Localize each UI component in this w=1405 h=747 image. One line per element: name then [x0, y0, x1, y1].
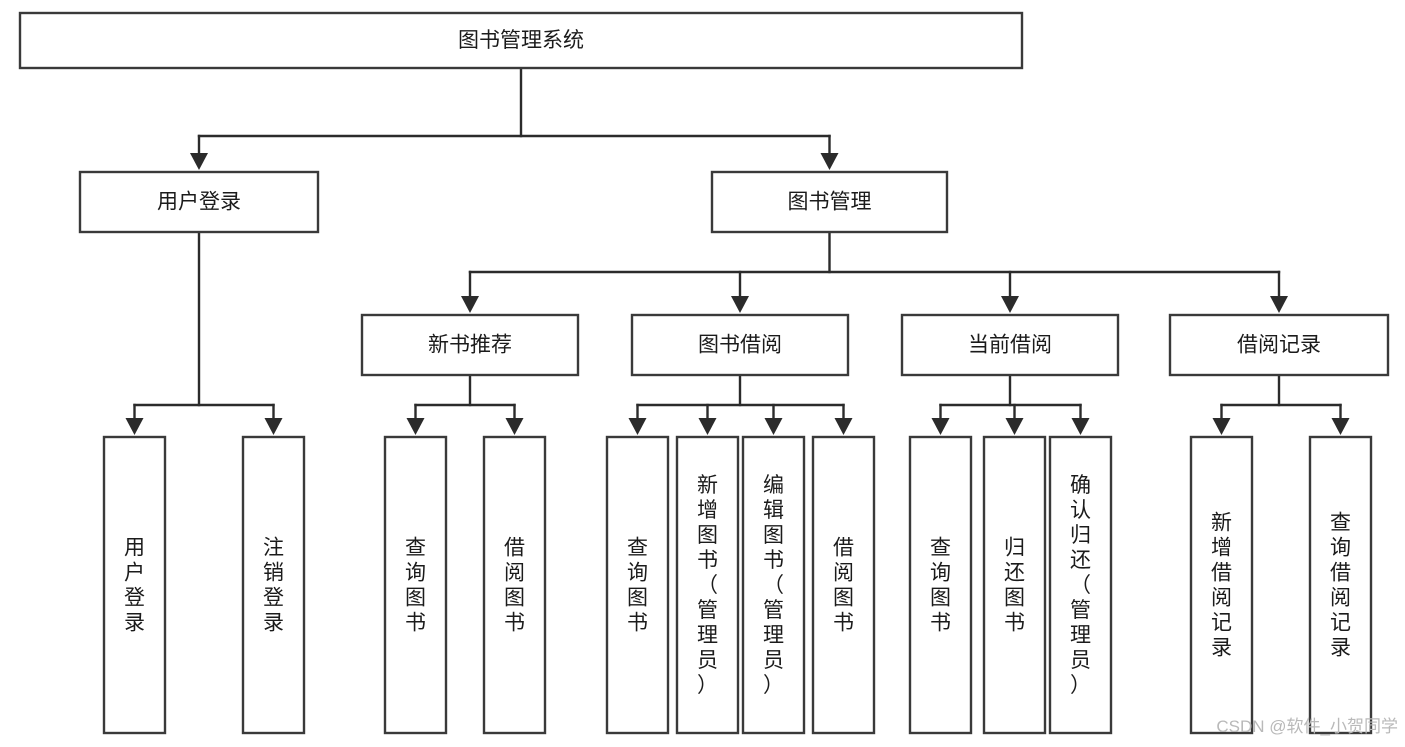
- nodes-layer: 图书管理系统用户登录图书管理新书推荐图书借阅当前借阅借阅记录用户登录注销登录查询…: [18, 11, 1390, 735]
- node-label: 新增图书（管理员）: [697, 474, 718, 697]
- node-leaf-record-add[interactable]: 新增借阅记录: [1189, 435, 1254, 735]
- node-leaf-current-confirm[interactable]: 确认归还（管理员）: [1048, 435, 1113, 735]
- node-box[interactable]: [383, 435, 448, 735]
- arrow-head-icon: [125, 418, 144, 435]
- node-label: 当前借阅: [968, 334, 1052, 357]
- node-leaf-record-query[interactable]: 查询借阅记录: [1308, 435, 1373, 735]
- node-borrow[interactable]: 图书借阅: [630, 313, 850, 377]
- arrow-head-icon: [461, 296, 479, 313]
- edge-group-borrow: [628, 373, 853, 435]
- arrow-head-icon: [820, 153, 839, 170]
- node-label: 图书借阅: [698, 334, 782, 357]
- node-label: 用户登录: [157, 191, 241, 214]
- arrow-head-icon: [628, 418, 647, 435]
- node-label: 查询图书: [930, 537, 951, 635]
- arrow-head-icon: [1212, 418, 1231, 435]
- node-leaf-newbook-query[interactable]: 查询图书: [383, 435, 448, 735]
- node-label: 注销登录: [263, 537, 284, 635]
- arrow-head-icon: [1001, 296, 1019, 313]
- node-label: 查询借阅记录: [1330, 512, 1351, 660]
- node-leaf-newbook-borrow[interactable]: 借阅图书: [482, 435, 547, 735]
- node-box[interactable]: [605, 435, 670, 735]
- node-leaf-user-logout[interactable]: 注销登录: [241, 435, 306, 735]
- edge-group-records: [1212, 373, 1350, 435]
- node-label: 查询图书: [405, 537, 426, 635]
- arrow-head-icon: [264, 418, 283, 435]
- node-label: 新增借阅记录: [1211, 512, 1232, 660]
- node-leaf-borrow-do[interactable]: 借阅图书: [811, 435, 876, 735]
- node-box[interactable]: [1308, 435, 1373, 735]
- edge-group-current: [931, 373, 1090, 435]
- arrow-head-icon: [731, 296, 749, 313]
- edge-group-root: [190, 66, 839, 170]
- node-box[interactable]: [1048, 435, 1113, 735]
- node-box[interactable]: [102, 435, 167, 735]
- node-label: 借阅图书: [504, 537, 525, 635]
- arrow-head-icon: [1071, 418, 1090, 435]
- node-label: 图书管理系统: [458, 29, 584, 52]
- node-leaf-borrow-add[interactable]: 新增图书（管理员）: [675, 435, 740, 735]
- node-box[interactable]: [630, 313, 850, 377]
- node-records[interactable]: 借阅记录: [1168, 313, 1390, 377]
- node-bookmgmt[interactable]: 图书管理: [710, 170, 949, 234]
- node-leaf-current-return[interactable]: 归还图书: [982, 435, 1047, 735]
- node-label: 查询图书: [627, 537, 648, 635]
- node-box[interactable]: [741, 435, 806, 735]
- node-box[interactable]: [811, 435, 876, 735]
- node-box[interactable]: [908, 435, 973, 735]
- arrow-head-icon: [764, 418, 783, 435]
- node-box[interactable]: [482, 435, 547, 735]
- node-leaf-user-login[interactable]: 用户登录: [102, 435, 167, 735]
- arrow-head-icon: [834, 418, 853, 435]
- node-login[interactable]: 用户登录: [78, 170, 320, 234]
- arrow-head-icon: [1270, 296, 1288, 313]
- node-box[interactable]: [78, 170, 320, 234]
- node-label: 确认归还（管理员）: [1070, 474, 1091, 697]
- node-label: 归还图书: [1004, 537, 1025, 635]
- arrow-head-icon: [1005, 418, 1024, 435]
- node-current[interactable]: 当前借阅: [900, 313, 1120, 377]
- edge-group-bookmgmt: [461, 230, 1288, 313]
- arrow-head-icon: [1331, 418, 1350, 435]
- node-box[interactable]: [360, 313, 580, 377]
- edge-group-newbook: [406, 373, 524, 435]
- node-box[interactable]: [982, 435, 1047, 735]
- node-leaf-current-query[interactable]: 查询图书: [908, 435, 973, 735]
- node-leaf-borrow-edit[interactable]: 编辑图书（管理员）: [741, 435, 806, 735]
- arrow-head-icon: [406, 418, 425, 435]
- node-label: 借阅记录: [1237, 334, 1321, 357]
- node-label: 编辑图书（管理员）: [763, 474, 784, 697]
- node-leaf-borrow-query[interactable]: 查询图书: [605, 435, 670, 735]
- edges-layer: [125, 66, 1350, 435]
- node-box[interactable]: [675, 435, 740, 735]
- node-label: 新书推荐: [428, 334, 512, 357]
- node-box[interactable]: [1168, 313, 1390, 377]
- csdn-watermark: CSDN @软件_小贺同学: [1216, 717, 1398, 736]
- node-label: 用户登录: [124, 537, 145, 635]
- node-root[interactable]: 图书管理系统: [18, 11, 1024, 70]
- arrow-head-icon: [190, 153, 208, 170]
- node-label: 图书管理: [788, 191, 872, 214]
- node-box[interactable]: [710, 170, 949, 234]
- node-box[interactable]: [900, 313, 1120, 377]
- node-box[interactable]: [1189, 435, 1254, 735]
- arrow-head-icon: [505, 418, 524, 435]
- arrow-head-icon: [698, 418, 717, 435]
- edge-group-login: [125, 230, 283, 435]
- node-label: 借阅图书: [833, 537, 854, 635]
- node-box[interactable]: [241, 435, 306, 735]
- node-newbook[interactable]: 新书推荐: [360, 313, 580, 377]
- arrow-head-icon: [931, 418, 950, 435]
- node-box[interactable]: [18, 11, 1024, 70]
